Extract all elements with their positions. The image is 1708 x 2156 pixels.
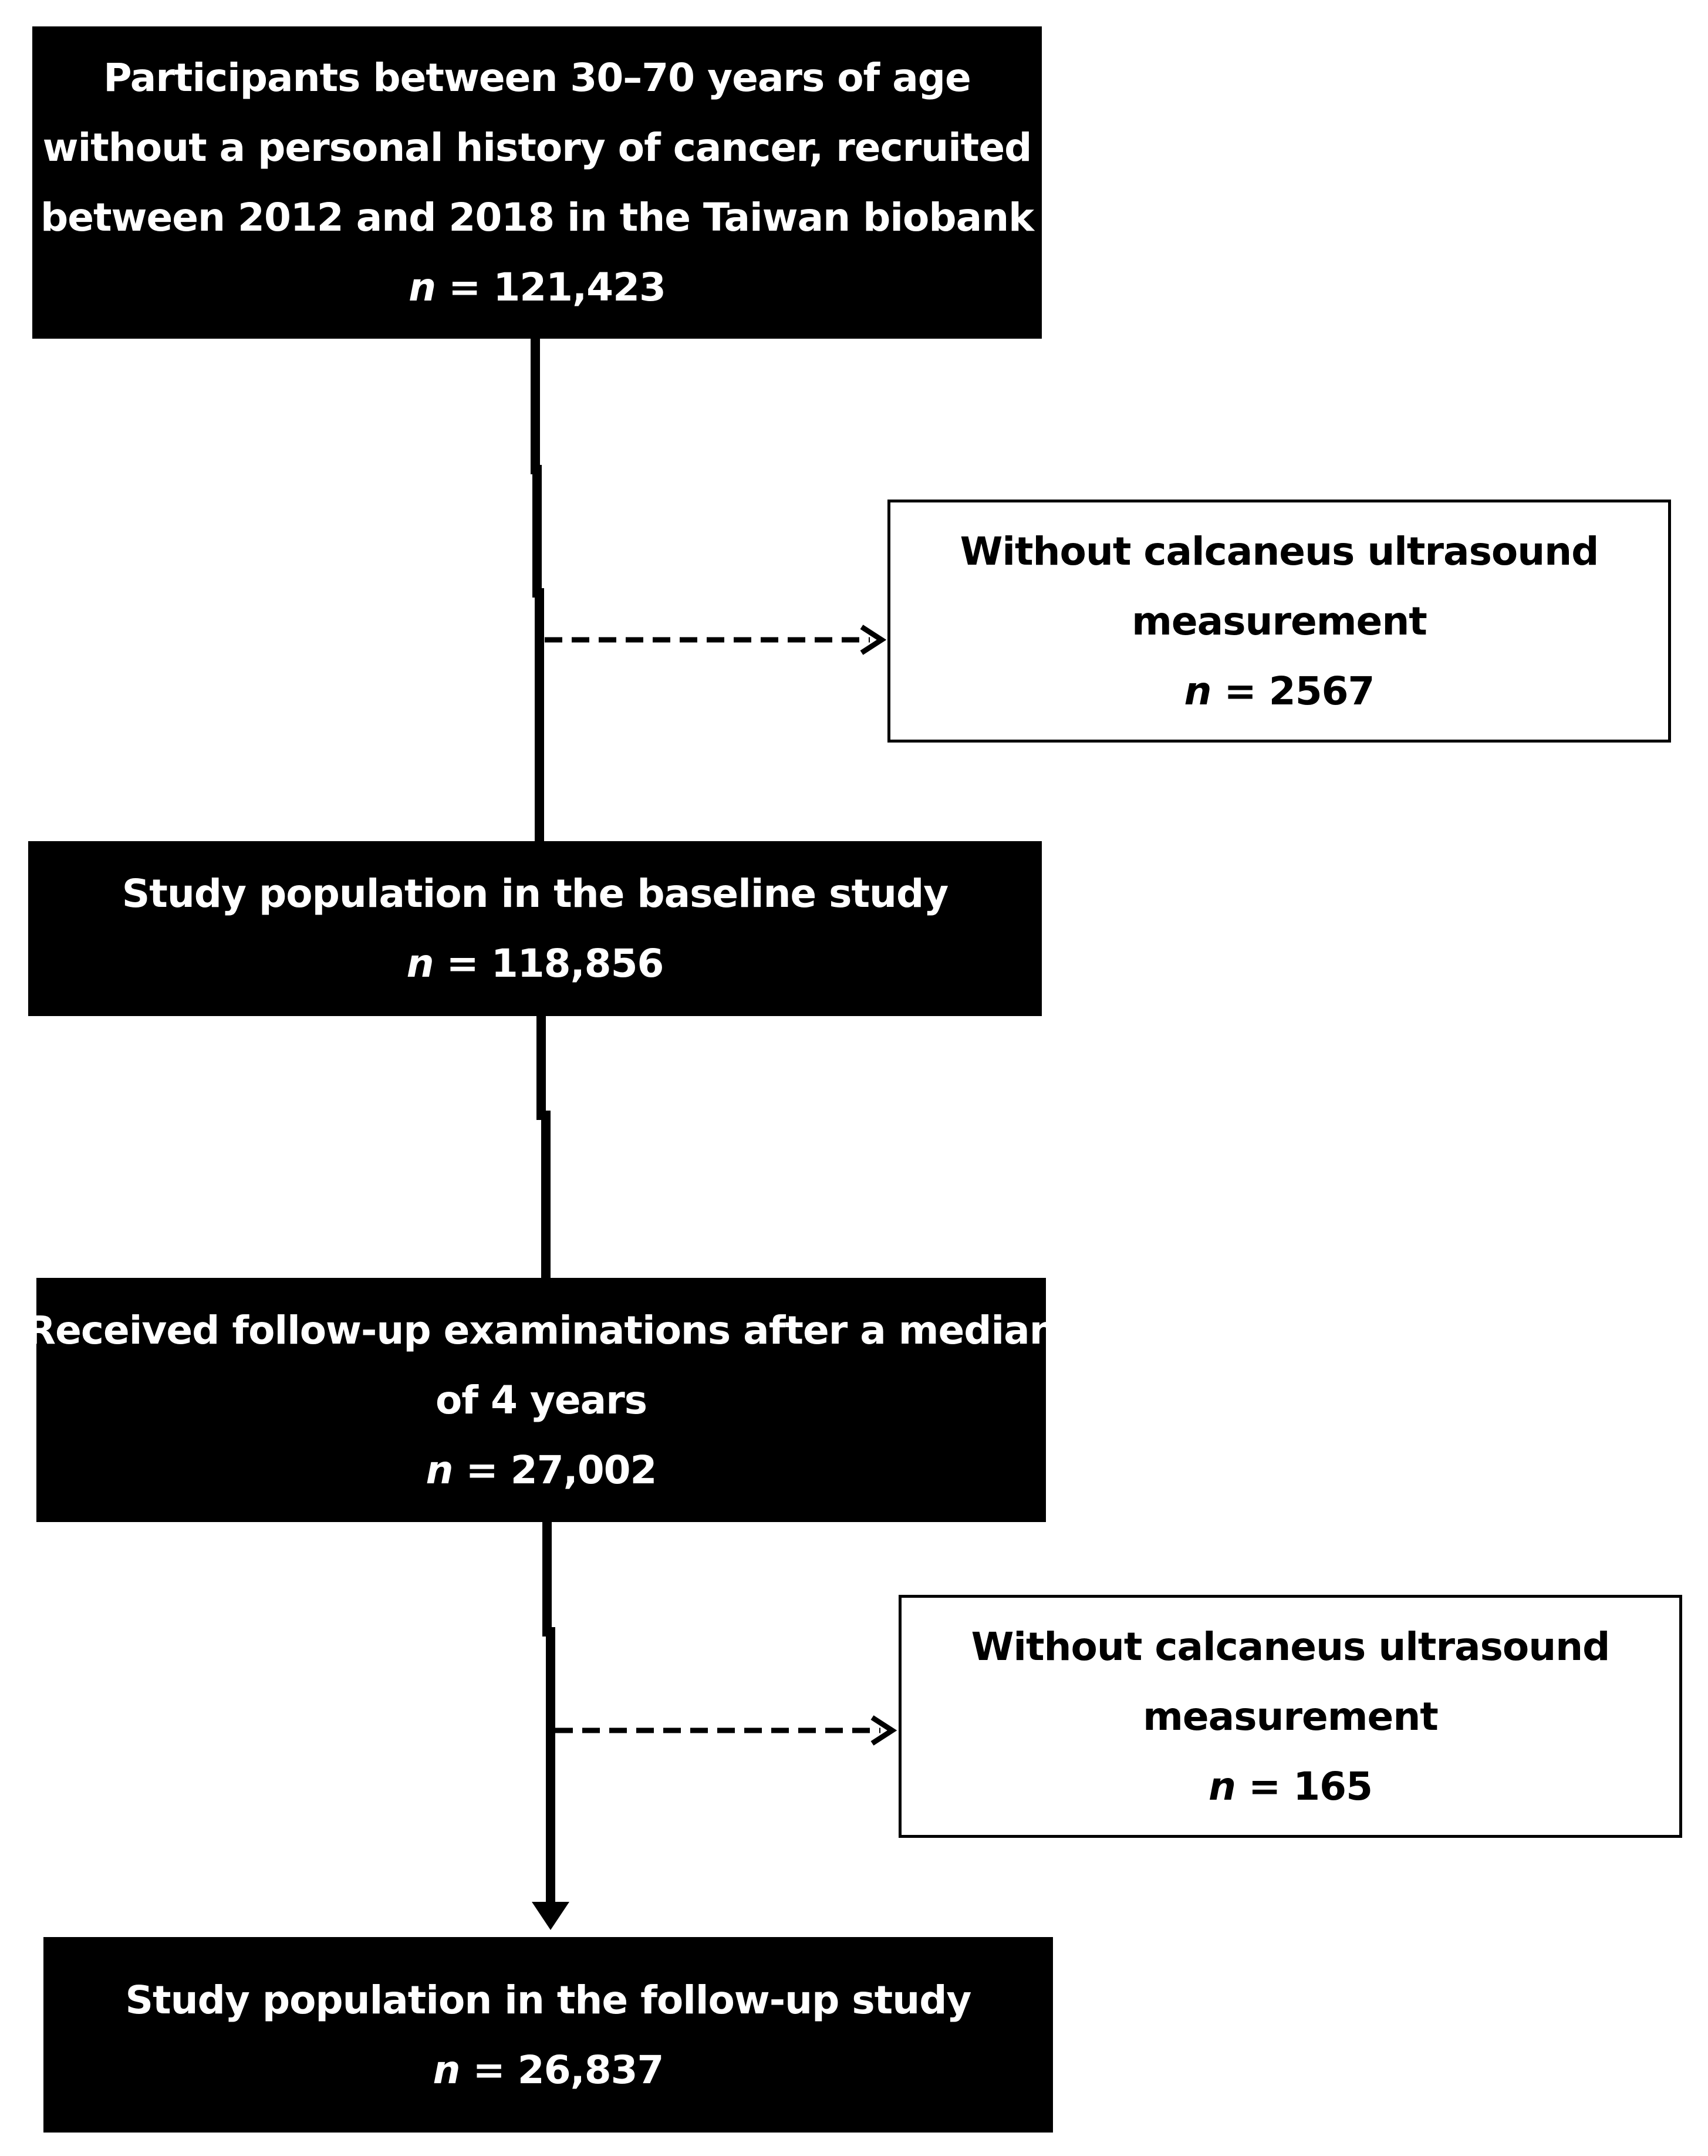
box-final-count: n = 26,837 [433, 2035, 664, 2105]
n-symbol: n [409, 265, 436, 310]
arrowhead-excl-2 [870, 1715, 897, 1746]
n-symbol: n [426, 1447, 454, 1493]
box-excl-2-line-2: measurement [1143, 1693, 1439, 1739]
connector-start-to-baseline [531, 339, 544, 841]
box-eligible-participants: Participants between 30–70 years of age … [32, 26, 1042, 339]
box-followup-line-2: of 4 years [435, 1377, 647, 1423]
box-start-line-2: without a personal history of cancer, re… [42, 125, 1032, 170]
box-excl-2-count: n = 165 [1208, 1752, 1373, 1821]
box-excl-2-line-1: Without calcaneus ultrasound [971, 1624, 1611, 1669]
arrowhead-final [532, 1902, 569, 1930]
box-followup-population: Study population in the follow-up study … [43, 1937, 1053, 2133]
n-symbol: n [1184, 668, 1212, 714]
box-baseline-population: Study population in the baseline study n… [28, 841, 1042, 1016]
box-start-line-3: between 2012 and 2018 in the Taiwan biob… [40, 195, 1034, 240]
connector-followup-to-final [542, 1522, 555, 1911]
n-value: = 27,002 [453, 1447, 657, 1493]
n-value: = 121,423 [436, 265, 666, 310]
box-excluded-followup: Without calcaneus ultrasound measurement… [899, 1595, 1682, 1838]
box-excl-1-line-1: Without calcaneus ultrasound [960, 528, 1599, 574]
n-symbol: n [433, 2047, 461, 2093]
box-followup-line-1: Received follow-up examinations after a … [26, 1307, 1056, 1353]
n-value: = 165 [1235, 1763, 1373, 1809]
box-followup-examinations: Received follow-up examinations after a … [26, 1278, 1057, 1522]
box-followup-count: n = 27,002 [426, 1435, 657, 1505]
box-excl-1-line-2: measurement [1132, 598, 1427, 644]
box-start-count: n = 121,423 [409, 252, 666, 322]
arrowhead-excl-1 [860, 625, 887, 655]
box-excl-1-count: n = 2567 [1184, 656, 1375, 726]
box-baseline-line-1: Study population in the baseline study [121, 871, 949, 916]
connector-baseline-to-followup [536, 1016, 551, 1278]
box-start-line-1: Participants between 30–70 years of age [103, 55, 971, 100]
n-symbol: n [406, 941, 434, 986]
box-excluded-baseline: Without calcaneus ultrasound measurement… [887, 500, 1671, 743]
n-symbol: n [1208, 1763, 1236, 1809]
box-final-line-1: Study population in the follow-up study [125, 1977, 972, 2023]
box-baseline-count: n = 118,856 [407, 929, 664, 998]
n-value: = 2567 [1211, 668, 1375, 714]
n-value: = 26,837 [460, 2047, 664, 2093]
n-value: = 118,856 [433, 941, 664, 986]
